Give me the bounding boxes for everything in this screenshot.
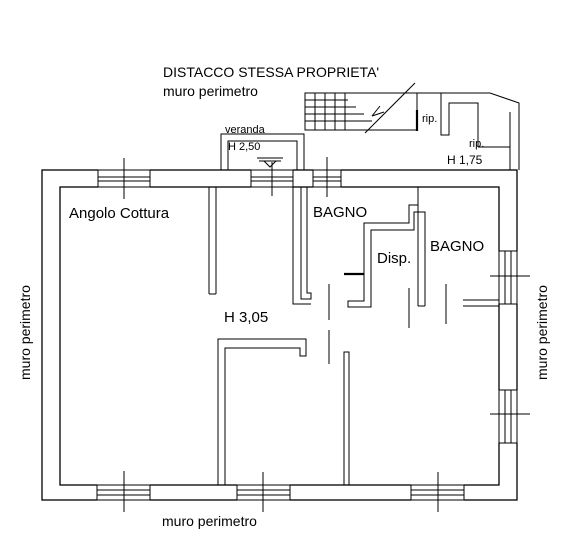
bathroom-2-label: BAGNO	[430, 238, 484, 255]
wall-bottom-label: muro perimetro	[162, 513, 257, 529]
rip-right-label: rip.	[469, 138, 484, 150]
rip-left-label: rip.	[422, 113, 437, 125]
interior-walls	[208, 170, 499, 485]
veranda	[220, 133, 305, 170]
bathroom-1-label: BAGNO	[313, 204, 367, 221]
ceiling-height-label: H 3,05	[224, 309, 268, 326]
wall-left-label: muro perimetro	[17, 285, 33, 380]
header-title: DISTACCO STESSA PROPRIETA'	[163, 64, 379, 80]
rip-enclosure	[416, 92, 520, 170]
veranda-height-label: H 2,50	[228, 141, 260, 153]
staircase	[304, 82, 419, 134]
veranda-label: veranda	[225, 124, 266, 136]
storage-label: Disp.	[377, 250, 411, 267]
rip-height-label: H 1,75	[447, 153, 483, 167]
wall-right-label: muro perimetro	[534, 285, 550, 380]
header-subtitle: muro perimetro	[163, 83, 258, 99]
kitchen-label: Angolo Cottura	[69, 205, 170, 222]
windows	[96, 157, 530, 512]
